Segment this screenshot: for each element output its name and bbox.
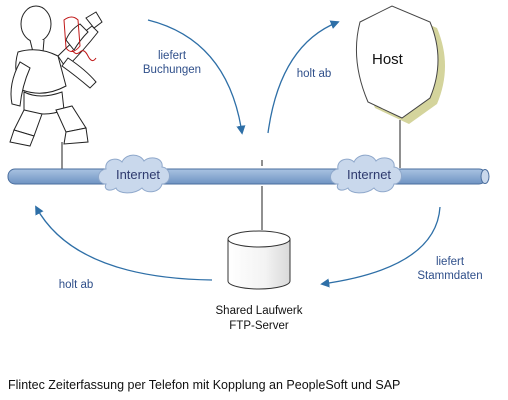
label-holt-ab-bottom: holt ab xyxy=(58,279,94,291)
diagram-caption: Flintec Zeiterfassung per Telefon mit Ko… xyxy=(8,378,401,392)
cloud-label-right: Internet xyxy=(346,167,392,182)
label-liefert-buchungen-line2: Buchungen xyxy=(142,64,202,76)
server-label: Shared Laufwerk FTP-Server xyxy=(184,304,334,334)
person-on-phone-icon xyxy=(9,5,103,147)
arrow-holt-ab-top xyxy=(267,20,340,134)
arrow-holt-ab-bottom xyxy=(35,205,213,281)
host-label: Host xyxy=(372,51,403,68)
label-liefert-stammdaten-line1: liefert xyxy=(435,256,465,268)
label-liefert-stammdaten: liefert Stammdaten xyxy=(405,255,495,283)
cloud-icon xyxy=(98,154,170,194)
cloud-label-left: Internet xyxy=(115,167,161,182)
label-liefert-stammdaten-line2: Stammdaten xyxy=(417,270,483,282)
database-cylinder-icon xyxy=(227,230,291,290)
host-computer-icon xyxy=(355,5,445,124)
label-liefert-buchungen: liefert Buchungen xyxy=(132,49,212,77)
label-holt-ab-top: holt ab xyxy=(296,68,332,80)
arrow-liefert-stammdaten xyxy=(320,206,441,288)
network-bus xyxy=(7,168,490,185)
server-label-line1: Shared Laufwerk xyxy=(215,305,303,317)
server-label-line2: FTP-Server xyxy=(229,320,289,332)
label-liefert-buchungen-line1: liefert xyxy=(157,50,187,62)
cloud-icon xyxy=(330,154,402,194)
arrow-liefert-buchungen xyxy=(147,19,246,135)
